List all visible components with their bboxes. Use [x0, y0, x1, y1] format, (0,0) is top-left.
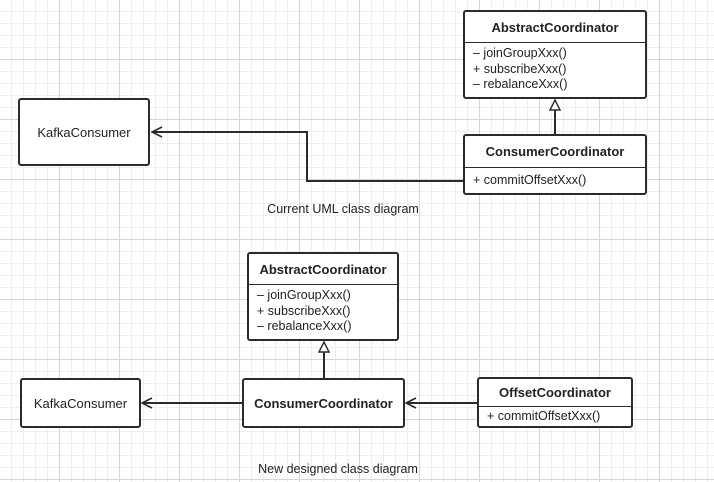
top-consumer-coordinator-members: + commitOffsetXxx()	[465, 168, 645, 189]
method-subscribe: + subscribeXxx()	[257, 303, 351, 318]
top-kafka-consumer-label: KafkaConsumer	[37, 124, 131, 140]
bottom-abstract-coordinator-name: AbstractCoordinator	[249, 254, 397, 285]
top-abstract-coordinator-box[interactable]: AbstractCoordinator – joinGroupXxx() + s…	[463, 10, 647, 99]
bottom-offset-coordinator-name: OffsetCoordinator	[479, 379, 631, 407]
method-join-group: – joinGroupXxx()	[473, 46, 567, 60]
method-subscribe: + subscribeXxx()	[473, 61, 567, 76]
top-association-arrow	[152, 132, 463, 182]
top-consumer-coordinator-box[interactable]: ConsumerCoordinator + commitOffsetXxx()	[463, 134, 647, 195]
bottom-offset-coordinator-box[interactable]: OffsetCoordinator + commitOffsetXxx()	[477, 377, 633, 428]
bottom-kafka-consumer-label: KafkaConsumer	[33, 395, 128, 411]
bottom-diagram-caption: New designed class diagram	[258, 462, 418, 476]
method-commit-offset: + commitOffsetXxx()	[487, 409, 601, 423]
method-rebalance: – rebalanceXxx()	[473, 77, 568, 91]
method-rebalance: – rebalanceXxx()	[257, 319, 352, 333]
bottom-kafka-consumer-box[interactable]: KafkaConsumer	[20, 378, 141, 428]
top-diagram-caption: Current UML class diagram	[267, 202, 419, 216]
bottom-consumer-coordinator-box[interactable]: ConsumerCoordinator	[242, 378, 405, 428]
bottom-offset-coordinator-members: + commitOffsetXxx()	[479, 407, 631, 425]
top-consumer-coordinator-name: ConsumerCoordinator	[465, 136, 645, 168]
bottom-abstract-coordinator-members: – joinGroupXxx() + subscribeXxx() – reba…	[249, 285, 397, 335]
top-kafka-consumer-box[interactable]: KafkaConsumer	[18, 98, 150, 166]
method-commit-offset: + commitOffsetXxx()	[473, 173, 587, 187]
top-abstract-coordinator-name: AbstractCoordinator	[465, 12, 645, 43]
method-join-group: – joinGroupXxx()	[257, 288, 351, 302]
bottom-abstract-coordinator-box[interactable]: AbstractCoordinator – joinGroupXxx() + s…	[247, 252, 399, 341]
top-abstract-coordinator-members: – joinGroupXxx() + subscribeXxx() – reba…	[465, 43, 645, 93]
bottom-consumer-coordinator-label: ConsumerCoordinator	[254, 395, 393, 411]
